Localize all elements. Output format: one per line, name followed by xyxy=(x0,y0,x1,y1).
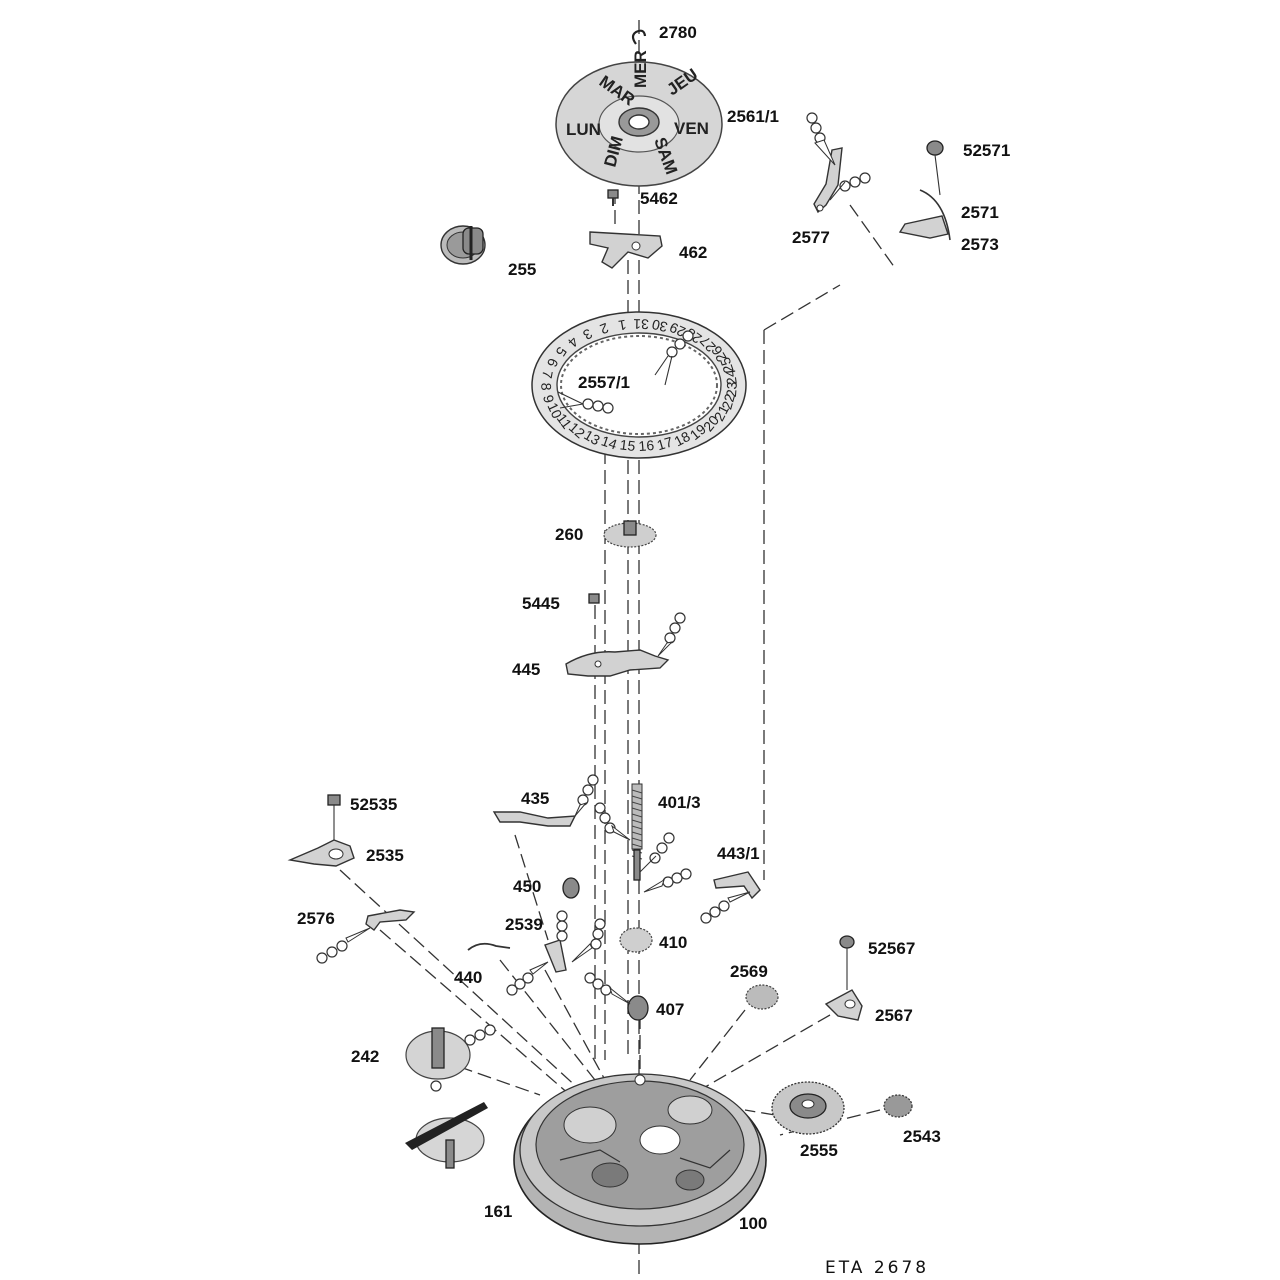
label-2567: 2567 xyxy=(875,1006,913,1025)
oil-242 xyxy=(430,1024,496,1092)
oil-2557-1 xyxy=(557,330,694,414)
day-mer: MER xyxy=(631,50,650,88)
date-ring-number: 31 xyxy=(633,316,649,332)
label-255: 255 xyxy=(508,260,536,279)
spring-440 xyxy=(467,942,511,951)
part-2535 xyxy=(287,839,355,867)
label-52567: 52567 xyxy=(868,939,915,958)
label-242: 242 xyxy=(351,1047,379,1066)
label-5462: 5462 xyxy=(640,189,678,208)
label-401-3: 401/3 xyxy=(658,793,701,812)
part-2539 xyxy=(544,939,567,973)
bridge-462 xyxy=(589,231,663,269)
label-5445: 5445 xyxy=(522,594,560,613)
screw-5445 xyxy=(588,593,600,604)
date-ring-number: 25 xyxy=(717,355,737,375)
date-ring-number: 24 xyxy=(722,368,740,386)
pinion-407 xyxy=(627,995,649,1021)
label-2573: 2573 xyxy=(961,235,999,254)
date-ring-number: 16 xyxy=(638,437,655,454)
part-labels: 2780 2561/1 52571 5462 462 255 2577 2571… xyxy=(297,23,1010,1233)
label-2569: 2569 xyxy=(730,962,768,981)
wheel-2543 xyxy=(883,1094,913,1118)
wheel-2569 xyxy=(745,984,779,1010)
label-2576: 2576 xyxy=(297,909,335,928)
wheel-260 xyxy=(603,520,657,548)
date-ring-number: 15 xyxy=(619,436,637,454)
day-ven: VEN xyxy=(674,119,709,138)
pinion-450 xyxy=(562,877,580,899)
label-2557-1: 2557/1 xyxy=(578,373,630,392)
oil-445 xyxy=(657,612,686,657)
label-2555: 2555 xyxy=(800,1141,838,1160)
hook-part-2780 xyxy=(631,29,647,45)
label-407: 407 xyxy=(656,1000,684,1019)
oil-443-1 xyxy=(700,891,751,924)
oil-markers xyxy=(316,112,871,1092)
lever-435 xyxy=(492,811,577,827)
hand-assembly xyxy=(405,1102,488,1169)
wheel-410 xyxy=(619,927,653,953)
date-ring-number: 14 xyxy=(599,432,619,452)
label-445: 445 xyxy=(512,660,540,679)
label-2780: 2780 xyxy=(659,23,697,42)
wheel-255 xyxy=(440,225,486,265)
label-435: 435 xyxy=(521,789,549,808)
plate-445 xyxy=(565,649,670,677)
date-ring-number: 7 xyxy=(539,369,556,380)
date-ring-number: 1 xyxy=(617,317,628,334)
wheel-242 xyxy=(405,1027,471,1080)
date-ring-number: 30 xyxy=(650,316,669,335)
day-disc: MER JEU VEN SAM DIM LUN MAR xyxy=(555,50,723,187)
label-462: 462 xyxy=(679,243,707,262)
date-ring-number: 9 xyxy=(540,393,557,404)
label-2543: 2543 xyxy=(903,1127,941,1146)
wheel-2555 xyxy=(771,1081,845,1135)
label-450: 450 xyxy=(513,877,541,896)
day-lun: LUN xyxy=(566,120,601,139)
date-ring-number: 21 xyxy=(711,402,732,423)
main-plate xyxy=(513,1073,767,1245)
label-2561-1: 2561/1 xyxy=(727,107,779,126)
lever-2576 xyxy=(365,909,416,931)
date-ring-number: 23 xyxy=(723,381,740,398)
label-2539: 2539 xyxy=(505,915,543,934)
date-ring-number: 26 xyxy=(708,343,730,365)
oil-2577 xyxy=(806,112,871,201)
date-ring-number: 22 xyxy=(718,392,738,412)
spring-2571 xyxy=(898,189,951,241)
date-ring-number: 17 xyxy=(655,433,675,453)
label-443-1: 443/1 xyxy=(717,844,760,863)
part-2567 xyxy=(824,989,863,1021)
label-100: 100 xyxy=(739,1214,767,1233)
oil-435 xyxy=(574,774,631,841)
oil-407 xyxy=(584,972,631,1005)
part-443-1 xyxy=(713,871,761,900)
oil-2576 xyxy=(316,927,371,964)
screw-52571 xyxy=(926,140,944,196)
screw-52567 xyxy=(839,935,855,990)
oil-440 xyxy=(506,961,549,996)
date-ring-number: 18 xyxy=(671,428,692,450)
label-161: 161 xyxy=(484,1202,512,1221)
label-260: 260 xyxy=(555,525,583,544)
diagram-caption: ETA 2678 xyxy=(825,1258,929,1278)
label-2571: 2571 xyxy=(961,203,999,222)
label-2535: 2535 xyxy=(366,846,404,865)
date-ring-number: 10 xyxy=(544,400,565,421)
label-2577: 2577 xyxy=(792,228,830,247)
oil-2539 xyxy=(556,910,606,963)
oil-401-3 xyxy=(639,832,692,893)
spring-401-3 xyxy=(631,783,643,881)
label-52535: 52535 xyxy=(350,795,397,814)
screw-5462 xyxy=(607,189,619,206)
screw-52535 xyxy=(327,794,341,840)
label-52571: 52571 xyxy=(963,141,1010,160)
date-ring-number: 8 xyxy=(538,383,554,391)
label-440: 440 xyxy=(454,968,482,987)
date-ring-number: 13 xyxy=(581,427,603,449)
label-410: 410 xyxy=(659,933,687,952)
